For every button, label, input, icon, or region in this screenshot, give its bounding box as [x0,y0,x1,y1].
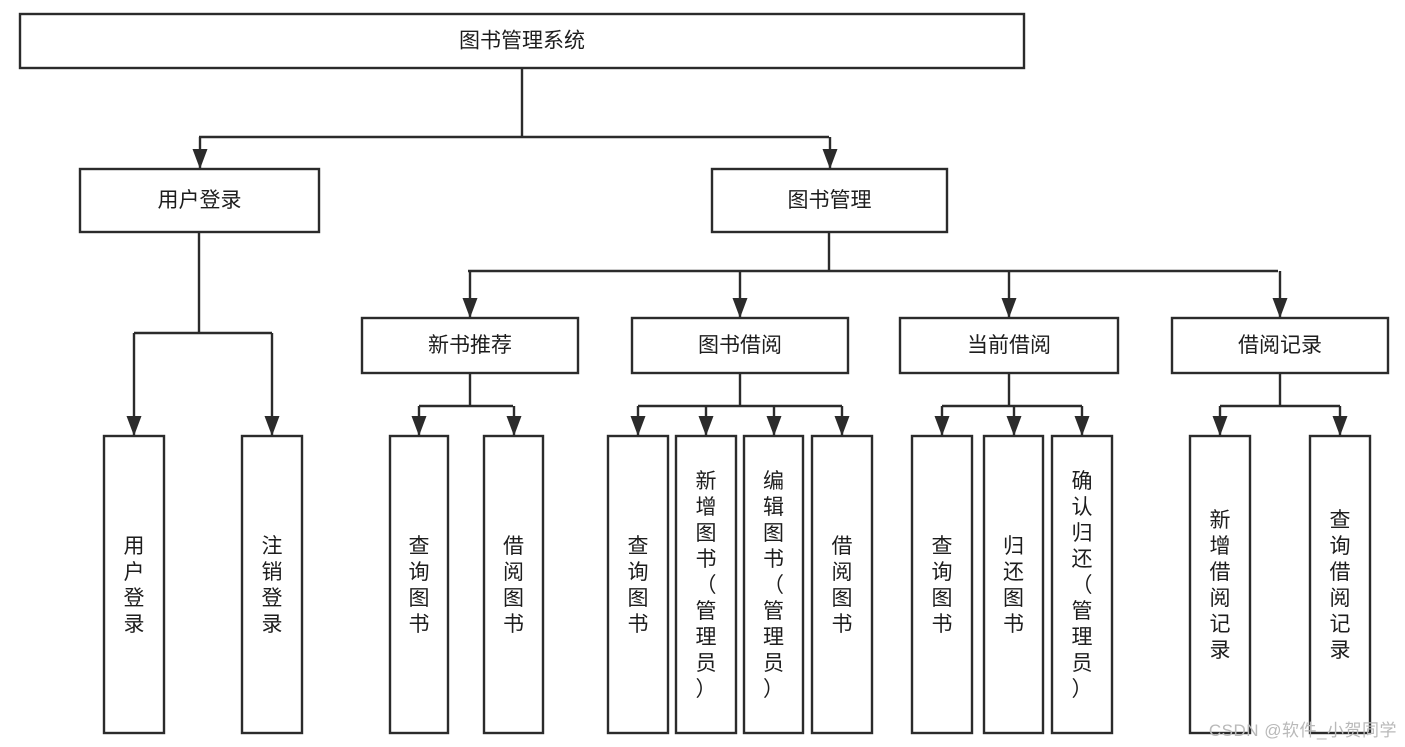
node-borrow-record[interactable]: 借阅记录 [1170,316,1390,375]
node-label-book-manage: 图书管理 [788,189,872,212]
node-label-leaf-borrow-book-2: 借阅图书 [832,535,853,636]
node-box-leaf-add-borrow-record[interactable] [1188,434,1252,735]
node-leaf-borrow-book-2[interactable]: 借阅图书 [810,434,874,735]
node-box-root[interactable] [18,12,1026,70]
watermark-text: CSDN @软件_小贺同学 [1208,721,1397,740]
node-new-book-recommend[interactable]: 新书推荐 [360,316,580,375]
node-leaf-user-login[interactable]: 用户登录 [102,434,166,735]
arrow-head-icon-leaf-query-borrow-record [1332,416,1348,436]
node-label-current-borrow: 当前借阅 [967,334,1051,357]
node-box-book-borrow[interactable] [630,316,850,375]
node-box-leaf-query-book-1[interactable] [388,434,450,735]
arrow-head-icon-leaf-edit-book-admin [766,416,782,436]
node-box-leaf-borrow-book-1[interactable] [482,434,545,735]
node-root[interactable]: 图书管理系统 [18,12,1026,70]
node-box-leaf-borrow-book-2[interactable] [810,434,874,735]
node-box-leaf-logout-login[interactable] [240,434,304,735]
node-label-new-book-recommend: 新书推荐 [428,334,512,357]
node-leaf-add-book-admin[interactable]: 新增图书（管理员） [674,434,738,735]
node-box-leaf-query-book-2[interactable] [606,434,670,735]
node-label-leaf-edit-book-admin: 编辑图书（管理员） [763,470,784,701]
node-box-leaf-user-login[interactable] [102,434,166,735]
node-label-book-borrow: 图书借阅 [698,334,782,357]
node-box-leaf-query-book-3[interactable] [910,434,974,735]
node-label-leaf-return-book: 归还图书 [1003,535,1024,636]
node-label-leaf-borrow-book-1: 借阅图书 [503,535,524,636]
node-box-leaf-query-borrow-record[interactable] [1308,434,1372,735]
node-current-borrow[interactable]: 当前借阅 [898,316,1120,375]
arrow-head-icon-leaf-borrow-book-2 [834,416,850,436]
arrow-head-icon-leaf-logout-login [264,416,280,436]
node-leaf-query-book-1[interactable]: 查询图书 [388,434,450,735]
node-leaf-borrow-book-1[interactable]: 借阅图书 [482,434,545,735]
arrow-head-icon-leaf-return-book [1006,416,1022,436]
node-box-current-borrow[interactable] [898,316,1120,375]
arrow-head-icon-user-login [192,149,208,169]
node-label-leaf-query-book-2: 查询图书 [628,535,649,636]
node-label-leaf-user-login: 用户登录 [124,535,145,636]
arrow-head-icon-book-borrow [732,298,748,318]
node-label-leaf-query-book-3: 查询图书 [932,535,953,636]
arrow-head-icon-leaf-borrow-book-1 [506,416,522,436]
arrow-head-icon-leaf-add-book-admin [698,416,714,436]
node-user-login[interactable]: 用户登录 [78,167,321,234]
node-layer: 图书管理系统用户登录图书管理新书推荐图书借阅当前借阅借阅记录用户登录注销登录查询… [18,12,1390,735]
node-label-leaf-add-book-admin: 新增图书（管理员） [696,470,717,701]
arrow-head-icon-leaf-query-book-1 [411,416,427,436]
node-box-leaf-add-book-admin[interactable] [674,434,738,735]
node-box-leaf-edit-book-admin[interactable] [742,434,805,735]
node-leaf-edit-book-admin[interactable]: 编辑图书（管理员） [742,434,805,735]
node-leaf-query-borrow-record[interactable]: 查询借阅记录 [1308,434,1372,735]
arrow-head-icon-leaf-query-book-3 [934,416,950,436]
node-box-new-book-recommend[interactable] [360,316,580,375]
arrow-head-icon-leaf-query-book-2 [630,416,646,436]
node-label-leaf-logout-login: 注销登录 [262,535,283,636]
arrow-head-icon-leaf-add-borrow-record [1212,416,1228,436]
arrow-head-icon-borrow-record [1272,298,1288,318]
node-box-leaf-return-book[interactable] [982,434,1045,735]
node-leaf-query-book-2[interactable]: 查询图书 [606,434,670,735]
node-book-manage[interactable]: 图书管理 [710,167,949,234]
node-label-leaf-query-book-1: 查询图书 [409,535,430,636]
node-box-user-login[interactable] [78,167,321,234]
node-leaf-add-borrow-record[interactable]: 新增借阅记录 [1188,434,1252,735]
node-book-borrow[interactable]: 图书借阅 [630,316,850,375]
arrow-head-icon-current-borrow [1001,298,1017,318]
node-leaf-return-book[interactable]: 归还图书 [982,434,1045,735]
connector-layer [126,68,1348,436]
node-leaf-query-book-3[interactable]: 查询图书 [910,434,974,735]
node-label-borrow-record: 借阅记录 [1238,334,1322,357]
node-label-leaf-query-borrow-record: 查询借阅记录 [1330,509,1351,662]
node-leaf-logout-login[interactable]: 注销登录 [240,434,304,735]
node-label-leaf-add-borrow-record: 新增借阅记录 [1210,509,1231,662]
arrow-head-icon-new-book-recommend [462,298,478,318]
arrow-head-icon-book-manage [822,149,838,169]
node-box-leaf-confirm-return-admin[interactable] [1050,434,1114,735]
arrow-head-icon-leaf-confirm-return-admin [1074,416,1090,436]
node-box-borrow-record[interactable] [1170,316,1390,375]
node-leaf-confirm-return-admin[interactable]: 确认归还（管理员） [1050,434,1114,735]
node-label-user-login: 用户登录 [158,189,242,212]
node-label-root: 图书管理系统 [459,30,585,53]
arrow-head-icon-leaf-user-login [126,416,142,436]
node-box-book-manage[interactable] [710,167,949,234]
node-label-leaf-confirm-return-admin: 确认归还（管理员） [1072,470,1093,701]
